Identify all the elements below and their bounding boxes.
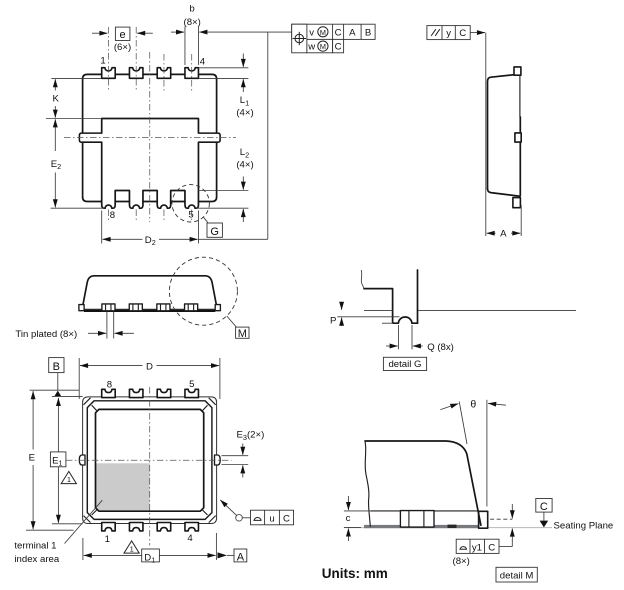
svg-text:E1: E1 — [52, 455, 62, 467]
svg-text:1: 1 — [100, 56, 105, 67]
svg-text:L2: L2 — [240, 147, 249, 159]
svg-text:A: A — [237, 552, 245, 564]
svg-text:4: 4 — [187, 533, 193, 544]
svg-text:θ: θ — [470, 399, 476, 411]
svg-text:(8×): (8×) — [453, 556, 470, 567]
svg-text:5: 5 — [188, 209, 193, 220]
svg-text:w: w — [307, 42, 315, 53]
svg-text:P: P — [330, 315, 336, 326]
svg-text:D: D — [146, 361, 153, 372]
svg-text:Tin plated (8×): Tin plated (8×) — [15, 329, 77, 340]
svg-text:G: G — [210, 226, 219, 238]
svg-text:M: M — [238, 328, 247, 340]
svg-text:(4×): (4×) — [236, 160, 253, 171]
svg-text:8: 8 — [110, 210, 115, 221]
svg-text:y1: y1 — [472, 543, 482, 554]
svg-text:C: C — [335, 27, 342, 38]
svg-text:Units: mm: Units: mm — [322, 566, 388, 581]
svg-text:8: 8 — [107, 379, 112, 390]
svg-text:detail M: detail M — [500, 570, 534, 581]
svg-text:5: 5 — [189, 379, 194, 390]
svg-text:e: e — [120, 29, 126, 41]
svg-text:C: C — [540, 501, 548, 513]
svg-text:c: c — [346, 513, 351, 524]
svg-text:D1: D1 — [144, 552, 155, 564]
svg-text:(8×): (8×) — [184, 17, 201, 28]
svg-text:E: E — [29, 453, 35, 464]
svg-text:4: 4 — [200, 57, 206, 68]
svg-text:B: B — [53, 361, 60, 373]
svg-text:E2: E2 — [51, 159, 61, 171]
svg-text:v: v — [309, 27, 314, 38]
svg-text:M: M — [320, 28, 326, 37]
svg-text:y: y — [446, 28, 451, 39]
svg-text:C: C — [283, 514, 290, 525]
svg-text:E3(2×): E3(2×) — [237, 430, 265, 442]
svg-text:(6×): (6×) — [114, 42, 131, 53]
svg-text:C: C — [335, 42, 342, 53]
svg-text:K: K — [52, 94, 59, 105]
svg-text:C: C — [459, 28, 466, 39]
svg-text:1: 1 — [130, 545, 134, 554]
svg-text:L1: L1 — [240, 95, 249, 107]
svg-text:b: b — [189, 4, 194, 15]
svg-text:1: 1 — [105, 534, 110, 545]
svg-text:B: B — [365, 27, 371, 38]
svg-text:1: 1 — [67, 475, 71, 484]
svg-text:Q (8x): Q (8x) — [427, 342, 454, 353]
svg-text:D2: D2 — [145, 235, 156, 247]
svg-text:A: A — [500, 229, 507, 240]
svg-text:A: A — [349, 27, 356, 38]
svg-text:M: M — [320, 42, 326, 51]
svg-text:terminal 1: terminal 1 — [14, 541, 56, 552]
svg-text:(4×): (4×) — [236, 108, 253, 119]
svg-text:index area: index area — [14, 554, 59, 565]
svg-text:Seating Plane: Seating Plane — [554, 521, 614, 532]
svg-text:detail G: detail G — [388, 359, 421, 370]
svg-text:C: C — [488, 543, 495, 554]
svg-text:u: u — [269, 514, 274, 525]
